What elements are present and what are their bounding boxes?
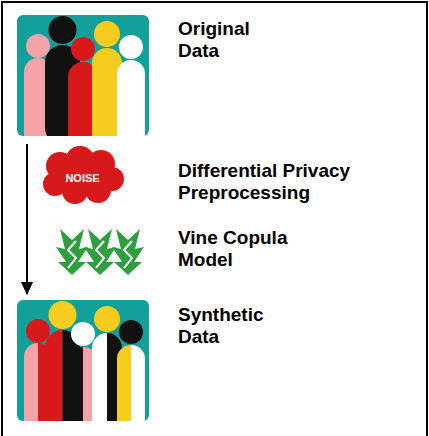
process-step: NOISE Differential Privacy Preprocessing xyxy=(45,148,407,208)
step-label: Vine Copula Model xyxy=(178,227,318,271)
people-icon xyxy=(24,301,145,421)
step-label: Original Data xyxy=(178,18,288,62)
icon-label: NOISE xyxy=(45,171,120,185)
noise-cloud xyxy=(43,146,124,204)
vine-icon xyxy=(56,229,144,275)
data-step: Original Data xyxy=(17,15,407,136)
step-label: Synthetic Data xyxy=(178,304,298,348)
step-label: Differential Privacy Preprocessing xyxy=(178,160,393,204)
people-icon xyxy=(24,16,145,136)
data-step: Synthetic Data xyxy=(17,300,407,421)
process-step: Vine Copula Model xyxy=(55,222,407,278)
flow-arrow xyxy=(26,144,28,294)
